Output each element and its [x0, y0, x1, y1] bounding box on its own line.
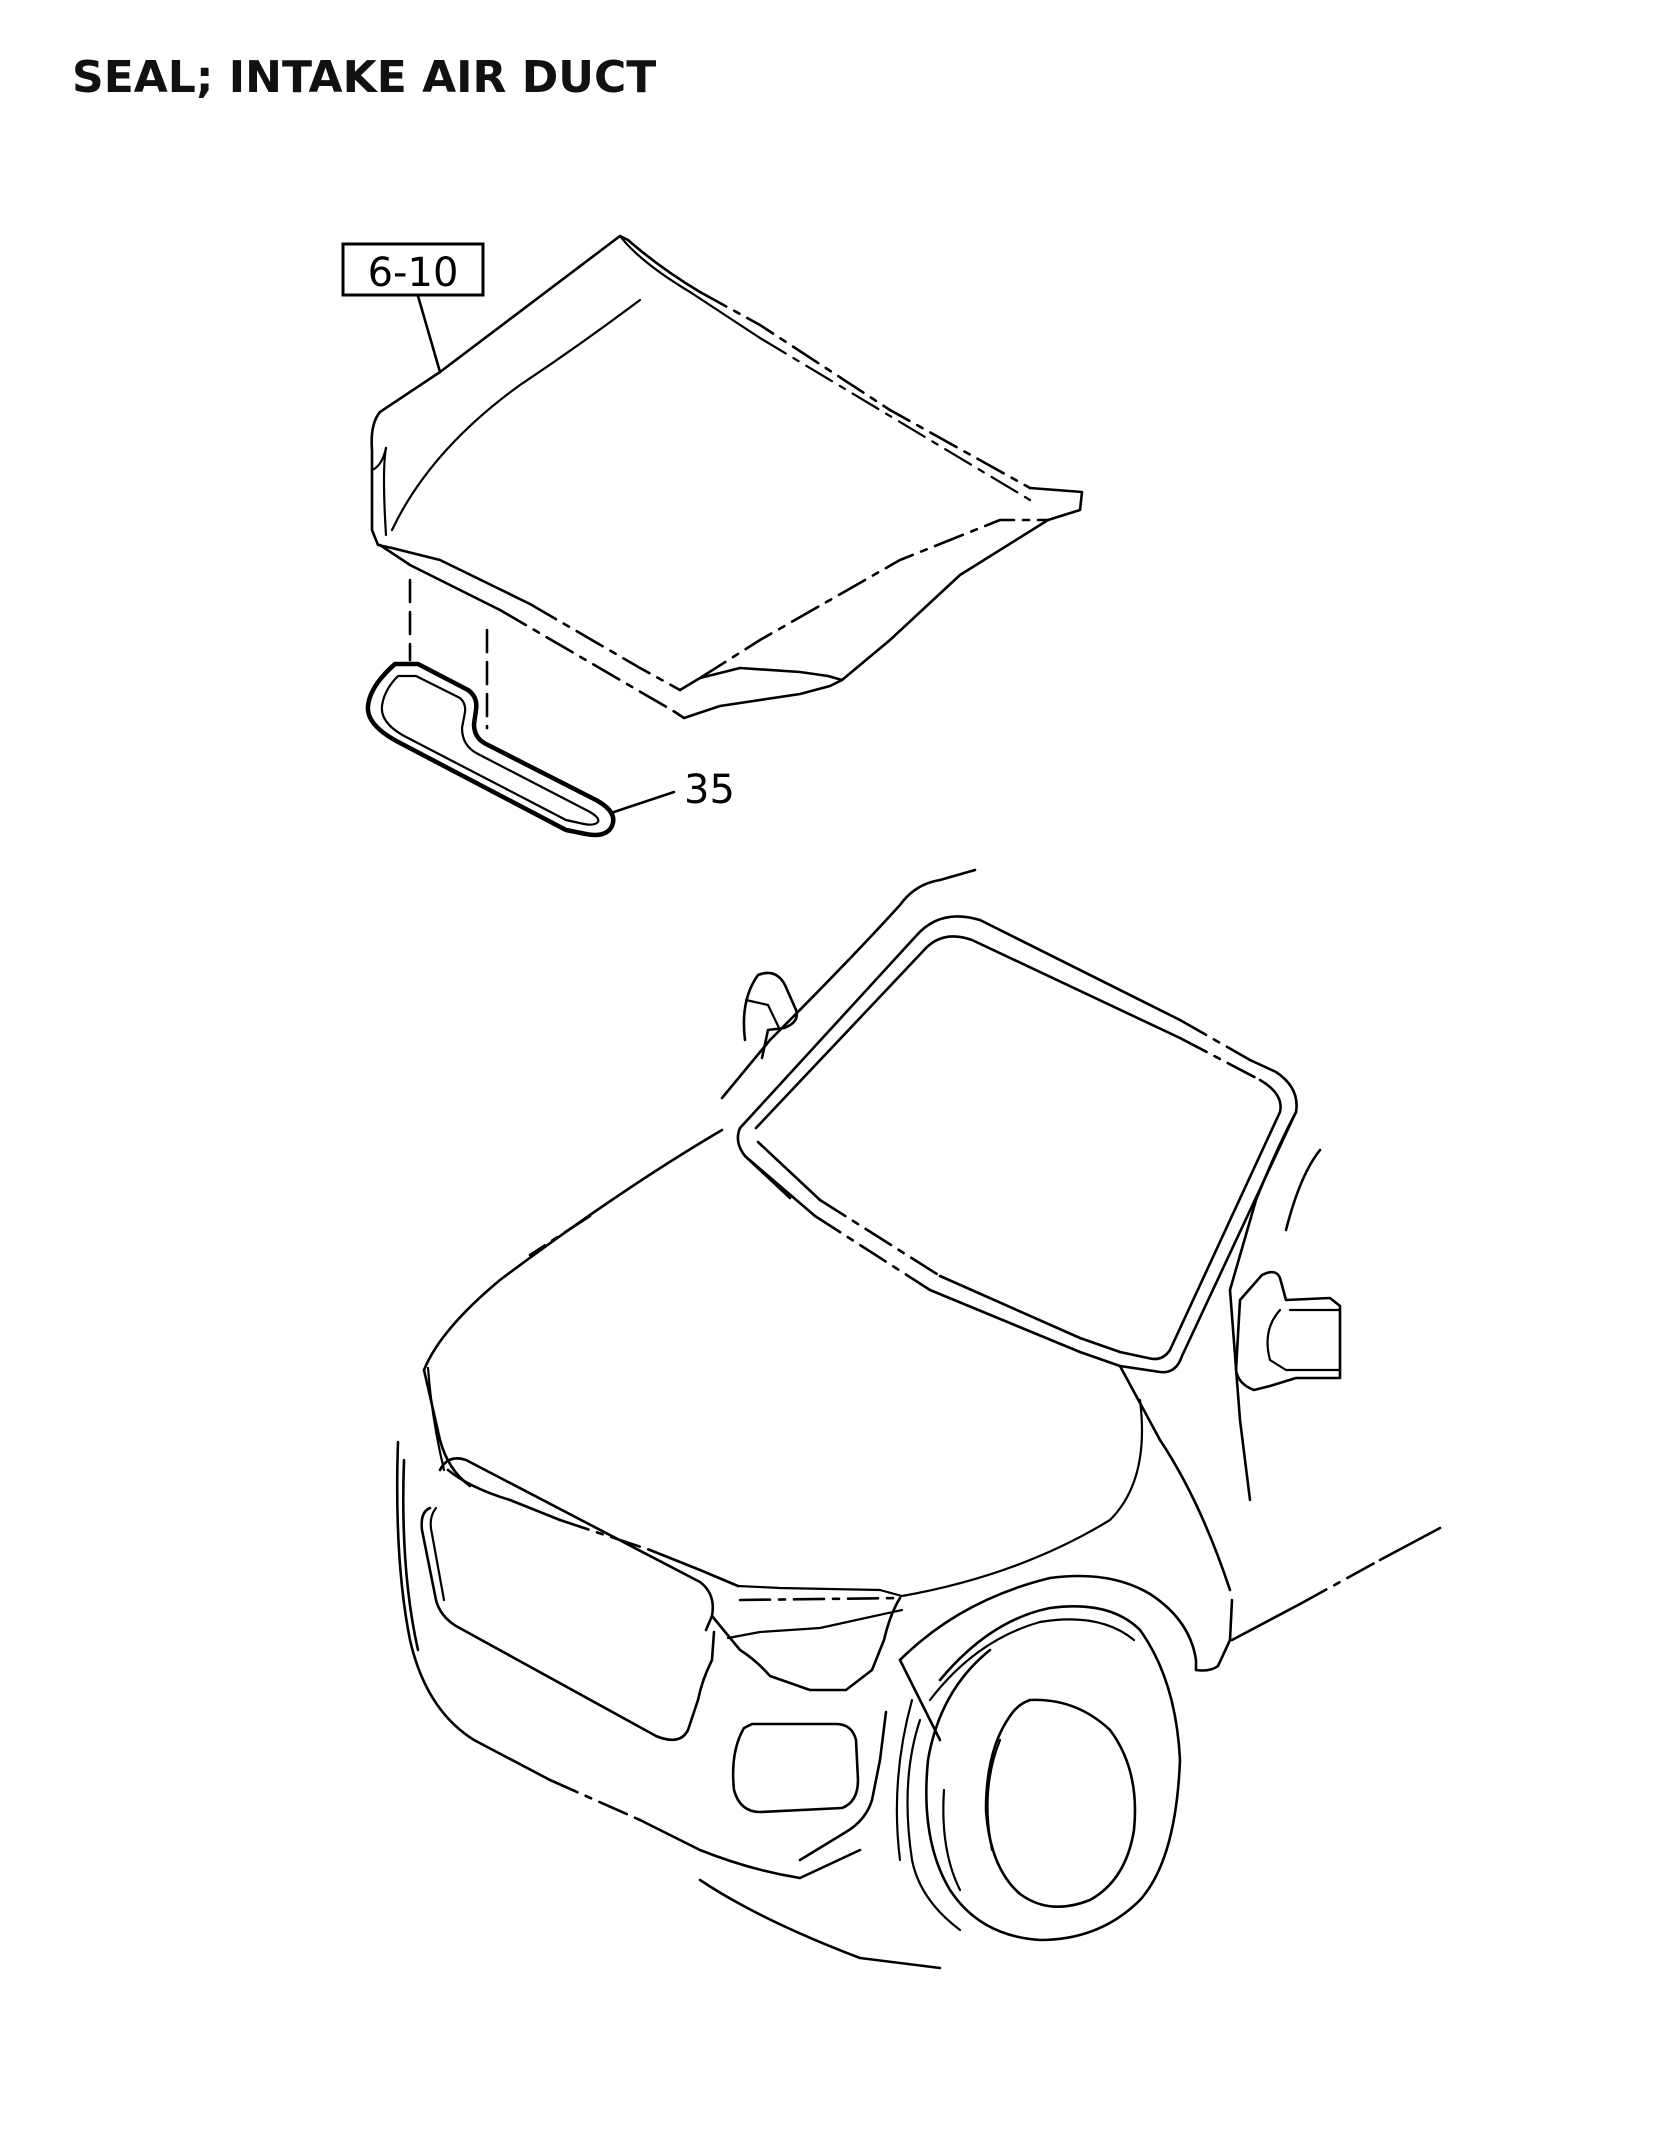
reference-box-label: 6-10 — [368, 250, 459, 296]
part-35-label: 35 — [684, 767, 735, 813]
vehicle-body — [395, 868, 1442, 1970]
engine-hood — [370, 234, 1084, 720]
page-title: SEAL; INTAKE AIR DUCT — [72, 52, 657, 103]
intake-air-duct-seal[interactable]: 35 — [365, 661, 735, 838]
installation-lines — [408, 578, 489, 730]
reference-leader — [416, 294, 442, 374]
reference-box[interactable] — [341, 242, 485, 297]
part-35-leader — [612, 790, 676, 814]
reference-callout: 6-10 — [341, 242, 485, 374]
